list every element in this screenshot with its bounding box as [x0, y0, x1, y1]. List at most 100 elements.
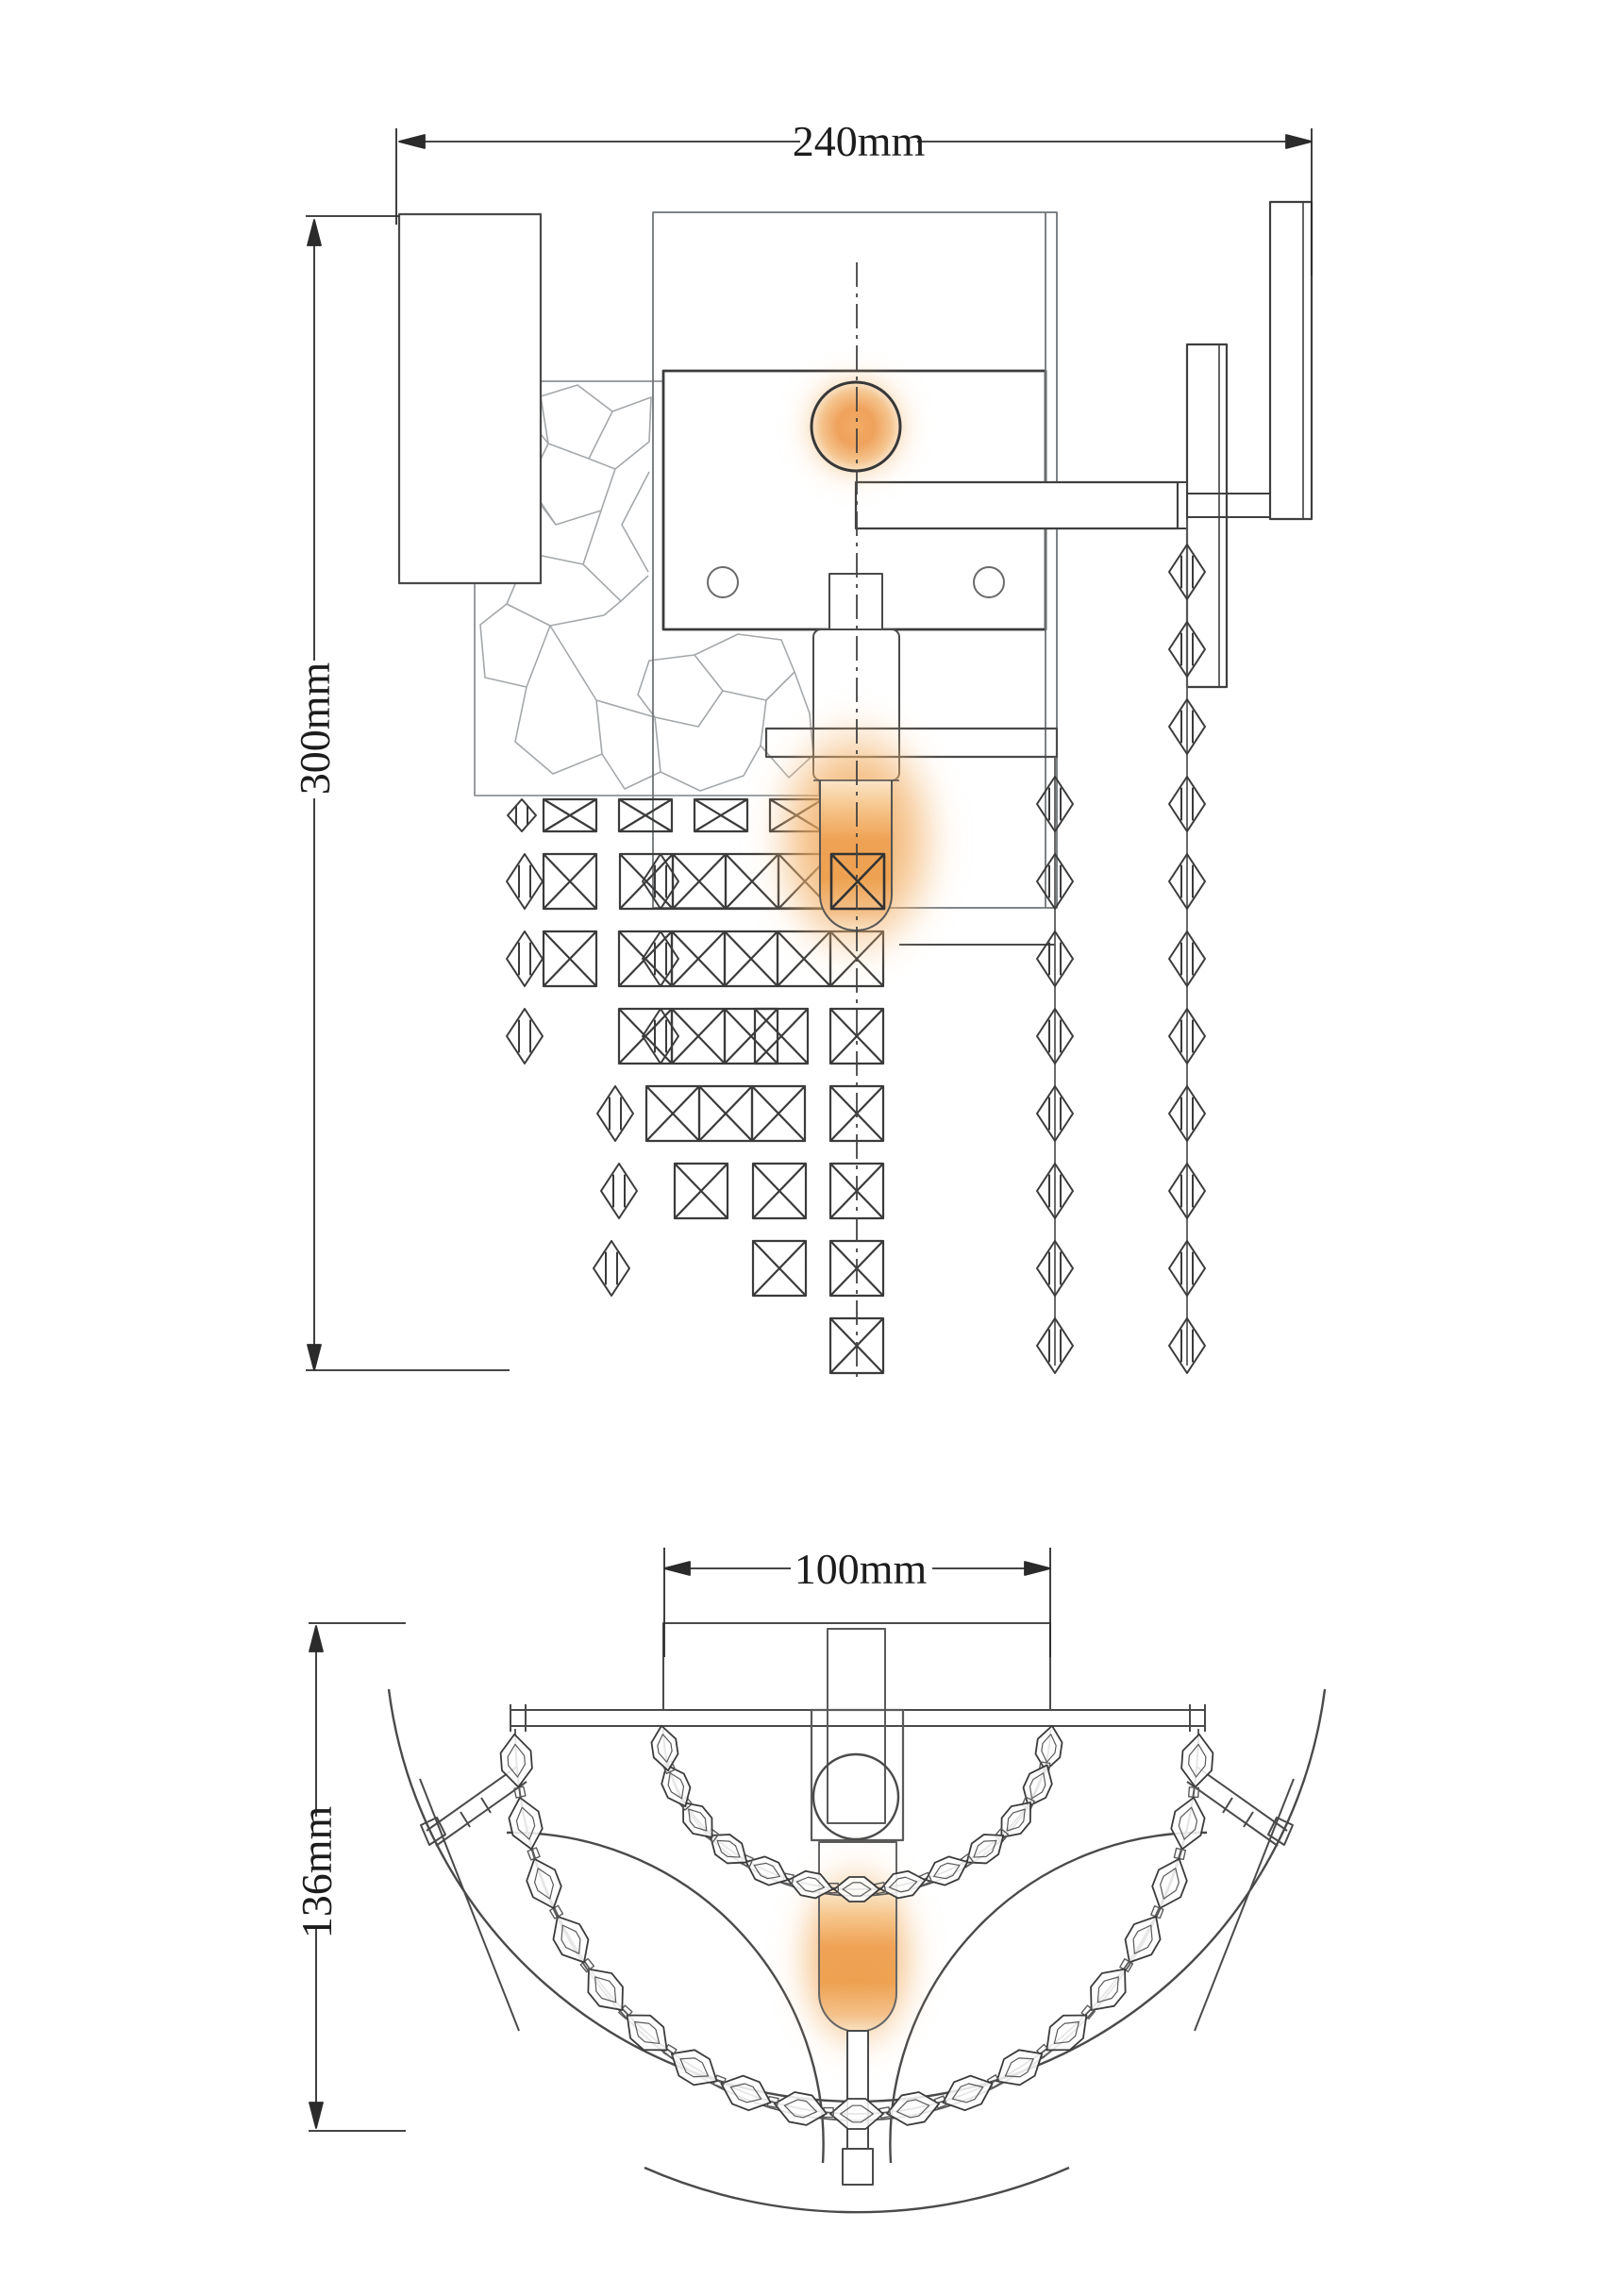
chain-bead — [879, 1869, 927, 1900]
chain-bead — [499, 1733, 533, 1788]
chain-bead — [1151, 1857, 1188, 1909]
chain-bead — [508, 1796, 544, 1851]
x-square-crystal — [753, 1007, 810, 1065]
bicone-bead — [1168, 1240, 1206, 1297]
chain-bead — [587, 1968, 624, 2011]
top-width-label: 100mm — [795, 1545, 928, 1593]
mount-bracket — [1185, 343, 1229, 689]
crystal-bead-columns — [1036, 519, 1206, 1374]
glass-edge-right — [1194, 1778, 1295, 2032]
chain-bead — [925, 1855, 969, 1886]
chain-bead — [661, 1764, 692, 1808]
front-height-label: 300mm — [291, 662, 339, 796]
chain-bead — [650, 1724, 679, 1772]
bicone-bead — [506, 930, 544, 987]
bicone-bead — [1168, 1008, 1206, 1064]
chain-bead — [1034, 1724, 1063, 1772]
bicone-bead — [642, 1008, 679, 1064]
mount-arm — [854, 480, 1270, 530]
top-plate — [662, 1622, 1051, 1711]
x-square-crystal — [542, 797, 598, 833]
x-square-crystal — [828, 1007, 885, 1065]
bicone-bead — [1036, 1163, 1074, 1219]
bicone-bead — [506, 1008, 544, 1064]
chain-bead — [886, 2091, 941, 2126]
bicone-bead — [1168, 544, 1206, 600]
dimension-top-width: 100mm — [663, 1545, 1051, 1657]
screw-hole-right — [973, 566, 1005, 598]
side-strut-right — [1186, 1766, 1294, 1847]
bicone-bead — [600, 1163, 638, 1219]
bicone-bead — [642, 930, 679, 987]
top-depth-label: 136mm — [293, 1806, 341, 1939]
bicone-bead — [1036, 1240, 1074, 1297]
bicone-bead — [1168, 1317, 1206, 1374]
dimension-front-height: 300mm — [291, 215, 510, 1371]
dimension-top-depth: 136mm — [293, 1622, 406, 2132]
x-square-crystal — [673, 1162, 729, 1220]
chain-bead — [526, 1857, 562, 1909]
bulb-icon — [810, 380, 902, 473]
chain-bead — [720, 2074, 772, 2112]
bicone-bead — [1036, 1008, 1074, 1064]
chain-bead — [787, 1869, 834, 1900]
side-strut-left — [420, 1766, 527, 1847]
chain-bead — [1124, 1916, 1162, 1964]
chain-bead — [996, 2049, 1044, 2087]
bicone-bead — [507, 798, 537, 832]
bicone-bead — [1036, 853, 1074, 910]
front-view: 240mm 300mm — [291, 117, 1313, 1380]
x-square-crystal — [671, 852, 728, 911]
left-shade — [397, 212, 543, 585]
crystal-chains — [499, 1724, 1214, 2130]
x-square-crystal — [542, 852, 598, 911]
x-square-crystal — [750, 1084, 807, 1143]
front-width-label: 240mm — [793, 117, 926, 165]
chain-bead — [833, 1876, 880, 1902]
bicone-bead — [1168, 853, 1206, 910]
arc-fragment-right — [889, 1831, 1208, 2164]
x-square-crystal — [723, 1007, 779, 1065]
x-square-crystal — [723, 930, 779, 988]
x-square-crystal — [697, 1084, 754, 1143]
chain-bead — [626, 2014, 668, 2052]
x-square-crystal — [751, 1162, 808, 1220]
bicone-bead — [1168, 776, 1206, 832]
arc-fragment-left — [506, 1831, 825, 2164]
x-square-crystal — [693, 797, 749, 833]
bicone-bead — [596, 1085, 634, 1142]
chain-bead — [1090, 1968, 1127, 2011]
bicone-bead — [1036, 930, 1074, 987]
chain-bead — [670, 2049, 718, 2087]
x-square-crystal — [617, 930, 674, 988]
chain-bead — [1170, 1796, 1206, 1851]
bicone-bead — [1168, 1085, 1206, 1142]
chain-bead — [1046, 2014, 1088, 2052]
x-square-crystal — [542, 930, 598, 988]
bicone-bead — [1168, 698, 1206, 755]
dimension-front-width: 240mm — [395, 117, 1313, 276]
top-view: 100mm 136mm — [293, 1545, 1327, 2214]
arc-fragment-bottom — [644, 2166, 1070, 2214]
bicone-bead — [593, 1240, 630, 1297]
bicone-bead — [1036, 776, 1074, 832]
x-square-crystal — [617, 797, 674, 833]
x-square-crystal — [617, 1007, 674, 1065]
glass-edge-left — [419, 1778, 520, 2032]
bicone-bead — [1168, 621, 1206, 678]
screw-hole-left — [707, 566, 739, 598]
bicone-bead — [1168, 1163, 1206, 1219]
bicone-bead — [1036, 1085, 1074, 1142]
bulb-top-view — [812, 1752, 900, 1841]
x-square-crystal — [644, 1084, 701, 1143]
x-square-crystal — [670, 930, 727, 988]
center-crystal-over-glow — [829, 852, 886, 911]
chain-bead — [829, 2098, 884, 2130]
bicone-bead — [642, 853, 679, 910]
center-crystal-square — [829, 852, 886, 911]
candle-tube-top — [819, 1890, 896, 2032]
bicone-bead — [1036, 1317, 1074, 1374]
x-square-crystal — [751, 1239, 808, 1298]
